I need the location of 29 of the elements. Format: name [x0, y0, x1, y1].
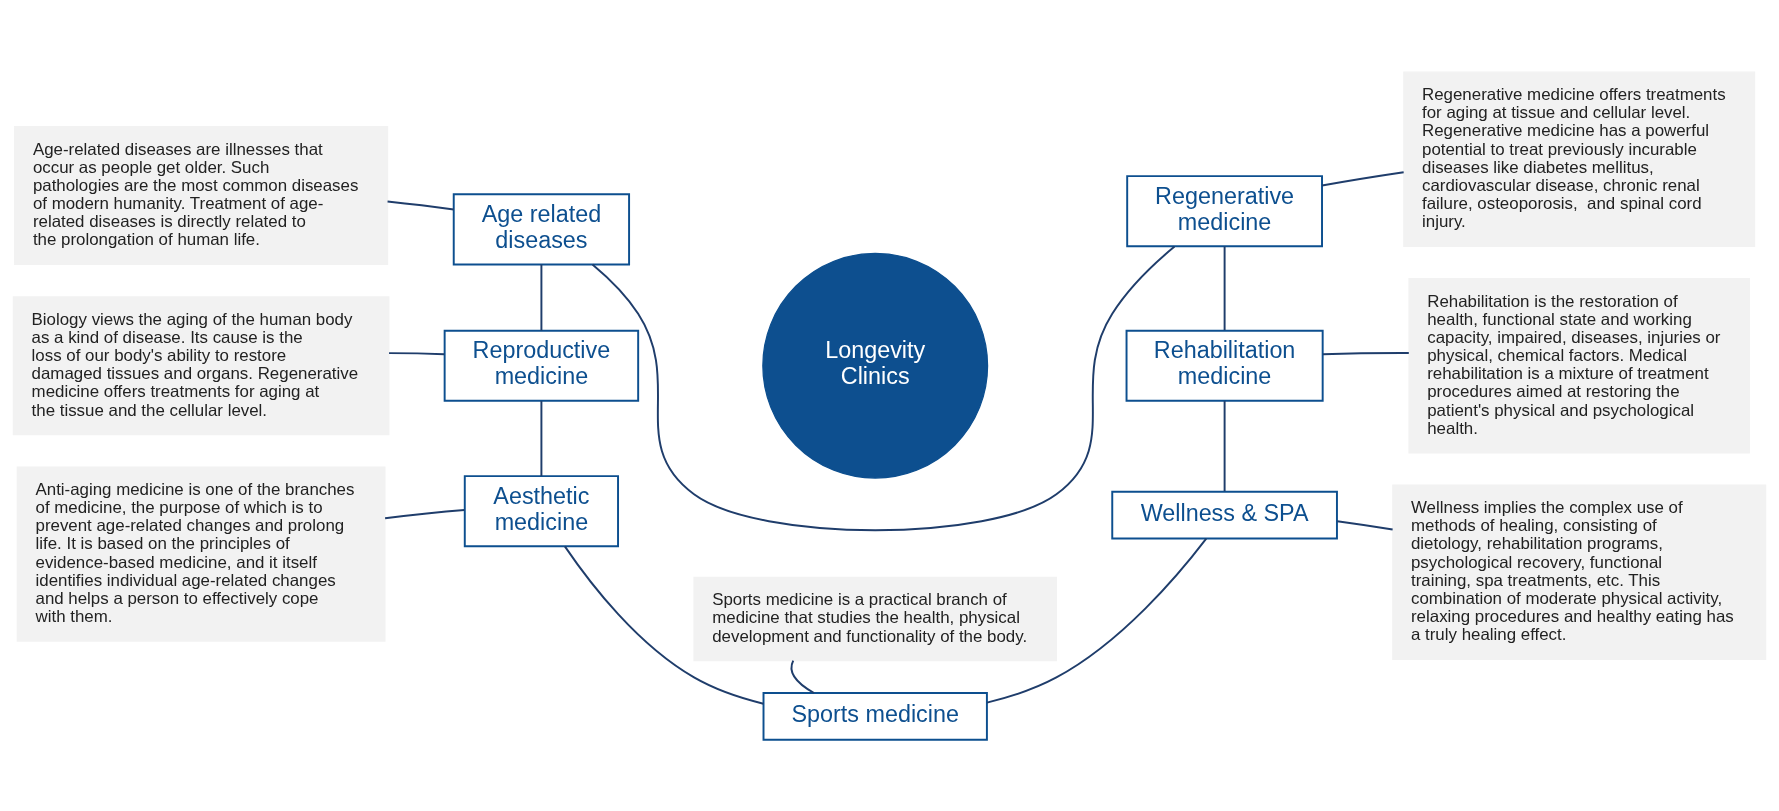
node-box: Regenerative medicine offers treatments for aging at tissue and cellular level. Regenerative medicine has a powerful potential to treat previously incurable diseases like diabetes mellitus, cardiovascular disease, chronic renal failure, osteoporosis, and spinal cord injury.: [1403, 71, 1756, 247]
node-box: Rehabilitation is the restoration of health, functional state and working capacity, impaired, diseases, injuries or physical, chemical factors. Medical rehabilitation is a mixture of treatment procedures aimed at restoring the patient's physical and psychological health.: [1408, 277, 1750, 453]
node-box: Biology views the aging of the human body as a kind of disease. Its cause is the loss of our body's ability to restore damaged tissues and organs. Regenerative medicine offers treatments for aging at the tissue and the cellular level.: [12, 295, 390, 435]
connector: [591, 245, 1176, 531]
connector: [563, 544, 765, 705]
connector: [388, 351, 446, 355]
node-circle: Longevity Clinics: [762, 252, 989, 479]
node-box: Regenerative medicine: [1126, 174, 1323, 247]
node-box: Age-related diseases are illnesses that occur as people get older. Such pathologies are the most common diseases of modern humanity. Treatment of age-related diseases is directly related to the prolongation of human life.: [14, 125, 389, 265]
node-box: Age related diseases: [452, 192, 631, 265]
connector: [540, 399, 543, 477]
connector: [1322, 351, 1410, 355]
node-box: Wellness & SPA: [1111, 490, 1338, 539]
node-box: Rehabilitation medicine: [1125, 329, 1324, 402]
connector: [1223, 399, 1226, 492]
connector: [986, 537, 1208, 704]
connector: [384, 508, 466, 519]
connector: [386, 200, 455, 210]
node-box: Sports medicine: [762, 691, 988, 741]
connector: [1223, 245, 1226, 331]
connector: [1336, 519, 1394, 530]
node-box: Sports medicine is a practical branch of medicine that studies the health, physical development and functionality of the body.: [693, 576, 1058, 661]
connector: [1321, 170, 1405, 187]
node-box: Reproductive medicine: [443, 329, 640, 402]
connector: [540, 263, 543, 332]
node-box: Wellness implies the complex use of methods of healing, consisting of dietology, rehabilitation programs, psychological recovery, functional training, spa treatments, etc. This combination of moderate physical activity, relaxing procedures and healthy eating has a truly healing effect.: [1392, 484, 1767, 660]
connector: [790, 659, 816, 694]
node-box: Anti-aging medicine is one of the branches of medicine, the purpose of which is to prevent age-related changes and prolong life. It is based on the principles of evidence-based medicine, and it itself identifies individual age-related changes and helps a person to effectively cope with them.: [16, 465, 386, 642]
node-box: Aesthetic medicine: [463, 474, 619, 547]
